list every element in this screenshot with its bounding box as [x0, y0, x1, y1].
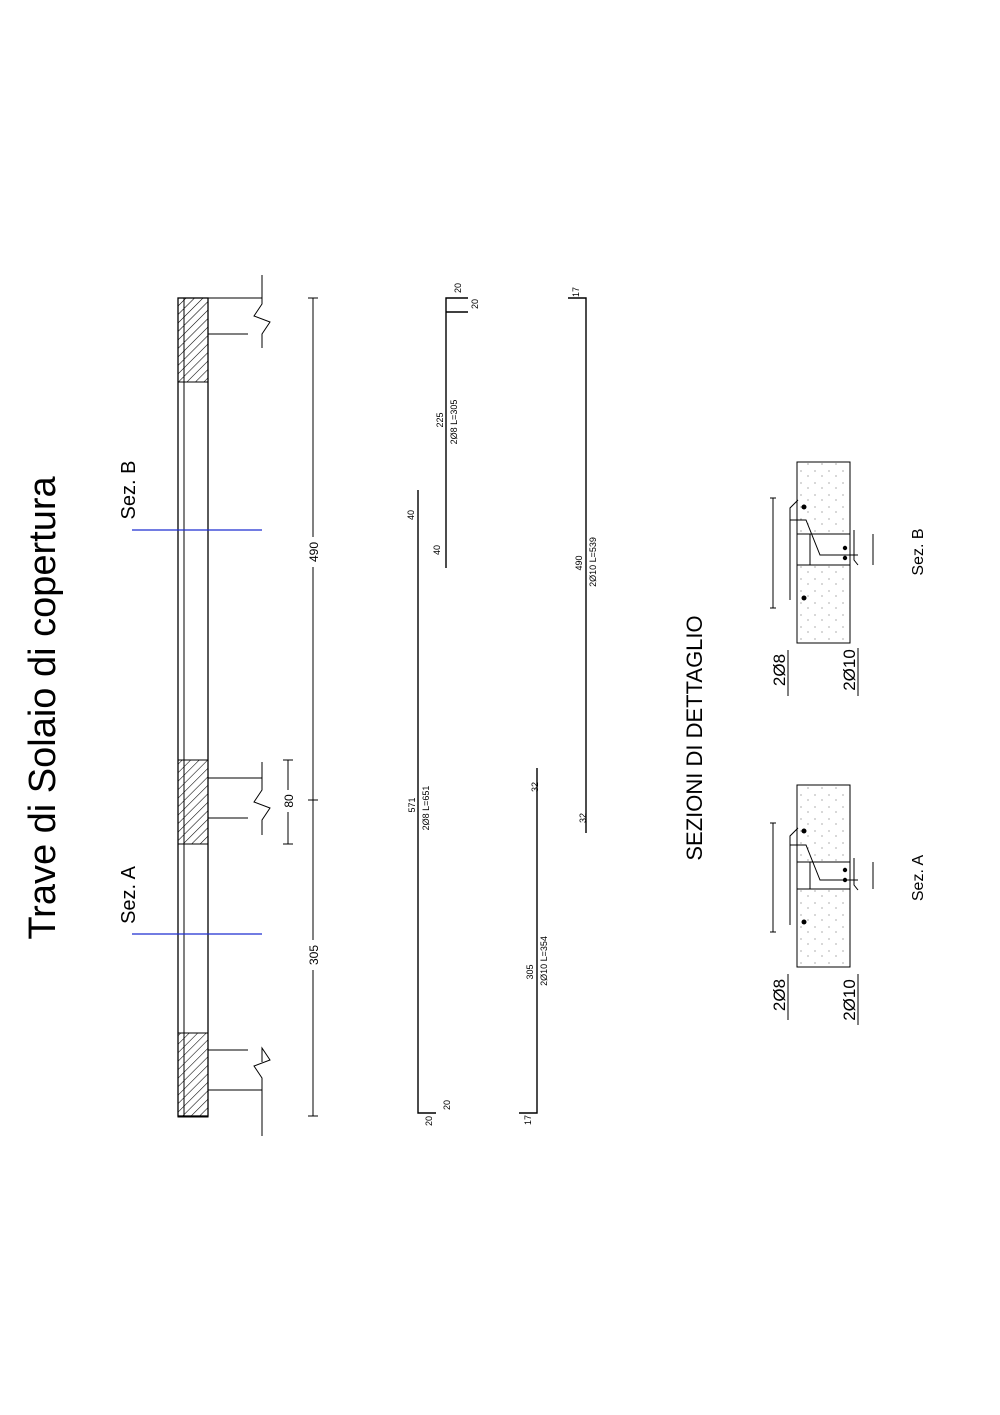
section-label-a: Sez. A: [118, 865, 140, 923]
dim-support-80: 80: [282, 794, 296, 808]
detail-b-bottom-bars: 2Ø10: [840, 649, 859, 691]
bar1-hook-40a: 40: [406, 510, 416, 520]
bar3-end-17: 17: [523, 1115, 533, 1125]
detail-a-bottom-bars: 2Ø10: [840, 979, 859, 1021]
beam-outline: [177, 297, 209, 1117]
rebar-2d8-651: 20 20 571 2Ø8 L=651 40 40: [406, 488, 452, 1126]
dim-span-305: 305: [307, 945, 321, 965]
bar1-end-20b: 20: [442, 1100, 452, 1110]
drawing-title: Trave di Solaio di copertura: [22, 476, 64, 940]
bar4-end-17: 17: [571, 287, 581, 297]
bar2-top-20a: 20: [453, 283, 463, 293]
detail-section-b: 2Ø8 2Ø10 Sez. B: [770, 461, 927, 696]
wall-break-top: [208, 275, 271, 348]
detail-section-a: 2Ø8 2Ø10 Sez. A: [770, 784, 927, 1025]
bar3-hook-32: 32: [530, 782, 540, 792]
bar1-hook-40b: 40: [432, 545, 442, 555]
support-hatch-top: [177, 297, 209, 383]
bar4-hook-32: 32: [578, 813, 588, 823]
beam-elevation: Sez. B Sez. A 490 305 80: [118, 275, 321, 1136]
bar2-spec: 2Ø8 L=305: [449, 400, 459, 445]
bar4-spec: 2Ø10 L=539: [588, 537, 598, 587]
rebar-2d10-539: 17 490 2Ø10 L=539 32: [568, 287, 598, 833]
bar1-length-571: 571: [407, 797, 417, 812]
wall-break-bottom: [208, 1046, 271, 1136]
section-label-b: Sez. B: [118, 461, 140, 520]
rebar-2d10-354: 17 305 2Ø10 L=354 32: [519, 768, 549, 1125]
section-a-caption: Sez. A: [910, 855, 927, 902]
details-heading: SEZIONI DI DETTAGLIO: [682, 615, 707, 860]
support-hatch-bottom: [177, 1032, 209, 1118]
bar4-length-490: 490: [574, 555, 584, 570]
rebar-2d8-305: 20 20 225 2Ø8 L=305: [435, 283, 480, 488]
detail-a-top-bars: 2Ø8: [770, 979, 789, 1011]
section-b-caption: Sez. B: [910, 528, 927, 575]
bar2-top-20b: 20: [470, 299, 480, 309]
wall-break-middle: [208, 762, 271, 835]
dim-span-490: 490: [307, 542, 321, 562]
bar3-length-305: 305: [525, 964, 535, 979]
bar1-end-20a: 20: [424, 1116, 434, 1126]
bar2-length-225: 225: [435, 412, 445, 427]
detail-b-top-bars: 2Ø8: [770, 654, 789, 686]
bar-schedule: 20 20 571 2Ø8 L=651 40 40 20 20 225 2Ø8 …: [406, 283, 598, 1126]
bar3-spec: 2Ø10 L=354: [539, 936, 549, 986]
bar1-spec: 2Ø8 L=651: [421, 786, 431, 831]
support-hatch-middle: [177, 759, 209, 845]
